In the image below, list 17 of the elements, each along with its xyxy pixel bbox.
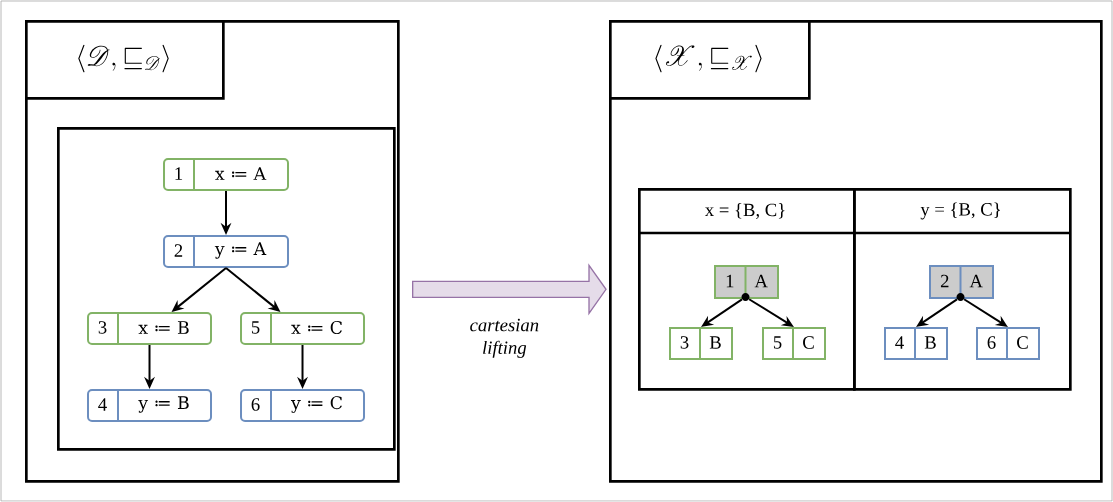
value-box: 6 C <box>976 326 1040 360</box>
statement-box: 1 x ≔ A <box>163 157 289 191</box>
value-box: 4 B <box>884 326 948 360</box>
block-arrow <box>412 263 607 316</box>
statement-box: 5 x ≔ C <box>240 311 365 345</box>
title-box: $\langle \mathscr{D}, \sqsubseteq_{\mathscr{D}} \rangle$ <box>25 20 225 100</box>
value-box: 2 A <box>929 264 994 299</box>
statement-box: 6 y ≔ C <box>240 388 365 422</box>
edge-label: cartesian lifting <box>470 318 539 358</box>
value-box: 1 A <box>714 264 779 299</box>
statement-box: 3 x ≔ B <box>87 311 212 345</box>
value-box: 3 B <box>669 326 733 360</box>
frame-box <box>57 127 396 451</box>
statement-box: 2 y ≔ A <box>163 234 289 268</box>
statement-box: 4 y ≔ B <box>87 388 212 422</box>
value-box: 5 C <box>762 326 826 360</box>
title-box: $\langle \mathscr{X}, \sqsubseteq_{\mathscr{X}} \rangle$ <box>609 20 811 100</box>
